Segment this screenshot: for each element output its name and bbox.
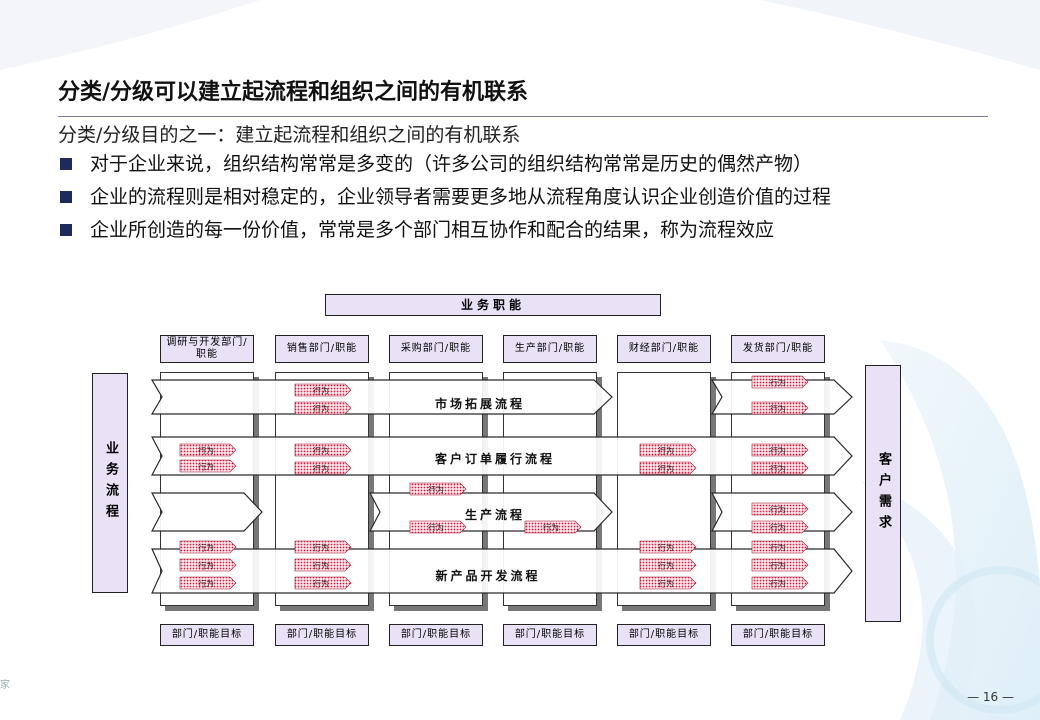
dept-goal-label: 部门/职能目标 bbox=[617, 624, 711, 646]
page-number: — 16 — bbox=[967, 690, 1014, 704]
title-divider bbox=[58, 116, 988, 117]
dept-label-rnd: 调研与开发部门/职能 bbox=[160, 335, 254, 363]
bullet-text: 对于企业来说，组织结构常常是多变的（许多公司的组织结构常常是历史的偶然产物） bbox=[90, 153, 813, 175]
dept-column bbox=[503, 372, 597, 606]
bullet-item: 对于企业来说，组织结构常常是多变的（许多公司的组织结构常常是历史的偶然产物） bbox=[58, 150, 1008, 178]
bullet-item: 企业所创造的每一份价值，常常是多个部门相互协作和配合的结果，称为流程效应 bbox=[58, 216, 1008, 244]
bullet-square-icon bbox=[60, 191, 72, 203]
dept-column bbox=[275, 372, 369, 606]
bullet-square-icon bbox=[60, 224, 72, 236]
edge-mark-text: 家 bbox=[0, 680, 10, 691]
bullet-text: 企业所创造的每一份价值，常常是多个部门相互协作和配合的结果，称为流程效应 bbox=[90, 219, 775, 241]
dept-column bbox=[617, 372, 711, 606]
dept-label-purchasing: 采购部门/职能 bbox=[389, 335, 483, 363]
business-process-label: 业务流程 bbox=[92, 373, 128, 593]
dept-label-sales: 销售部门/职能 bbox=[275, 335, 369, 363]
dept-column bbox=[389, 372, 483, 606]
dept-label-finance: 财经部门/职能 bbox=[617, 335, 711, 363]
bullet-square-icon bbox=[60, 158, 72, 170]
page-title: 分类/分级可以建立起流程和组织之间的有机联系 bbox=[58, 80, 529, 105]
bullet-list: 对于企业来说，组织结构常常是多变的（许多公司的组织结构常常是历史的偶然产物） 企… bbox=[58, 150, 1008, 249]
dept-goal-label: 部门/职能目标 bbox=[389, 624, 483, 646]
dept-goal-label: 部门/职能目标 bbox=[503, 624, 597, 646]
dept-goal-label: 部门/职能目标 bbox=[160, 624, 254, 646]
page-subtitle: 分类/分级目的之一：建立起流程和组织之间的有机联系 bbox=[58, 124, 521, 146]
bullet-item: 企业的流程则是相对稳定的，企业领导者需要更多地从流程角度认识企业创造价值的过程 bbox=[58, 183, 1008, 211]
bullet-text: 企业的流程则是相对稳定的，企业领导者需要更多地从流程角度认识企业创造价值的过程 bbox=[90, 186, 832, 208]
dept-column bbox=[160, 372, 254, 606]
dept-goal-label: 部门/职能目标 bbox=[275, 624, 369, 646]
dept-goal-label: 部门/职能目标 bbox=[731, 624, 825, 646]
dept-label-production: 生产部门/职能 bbox=[503, 335, 597, 363]
business-function-header: 业务职能 bbox=[325, 294, 661, 316]
dept-label-shipping: 发货部门/职能 bbox=[731, 335, 825, 363]
customer-demand-label: 客户需求 bbox=[865, 365, 901, 622]
dept-column bbox=[731, 372, 825, 606]
